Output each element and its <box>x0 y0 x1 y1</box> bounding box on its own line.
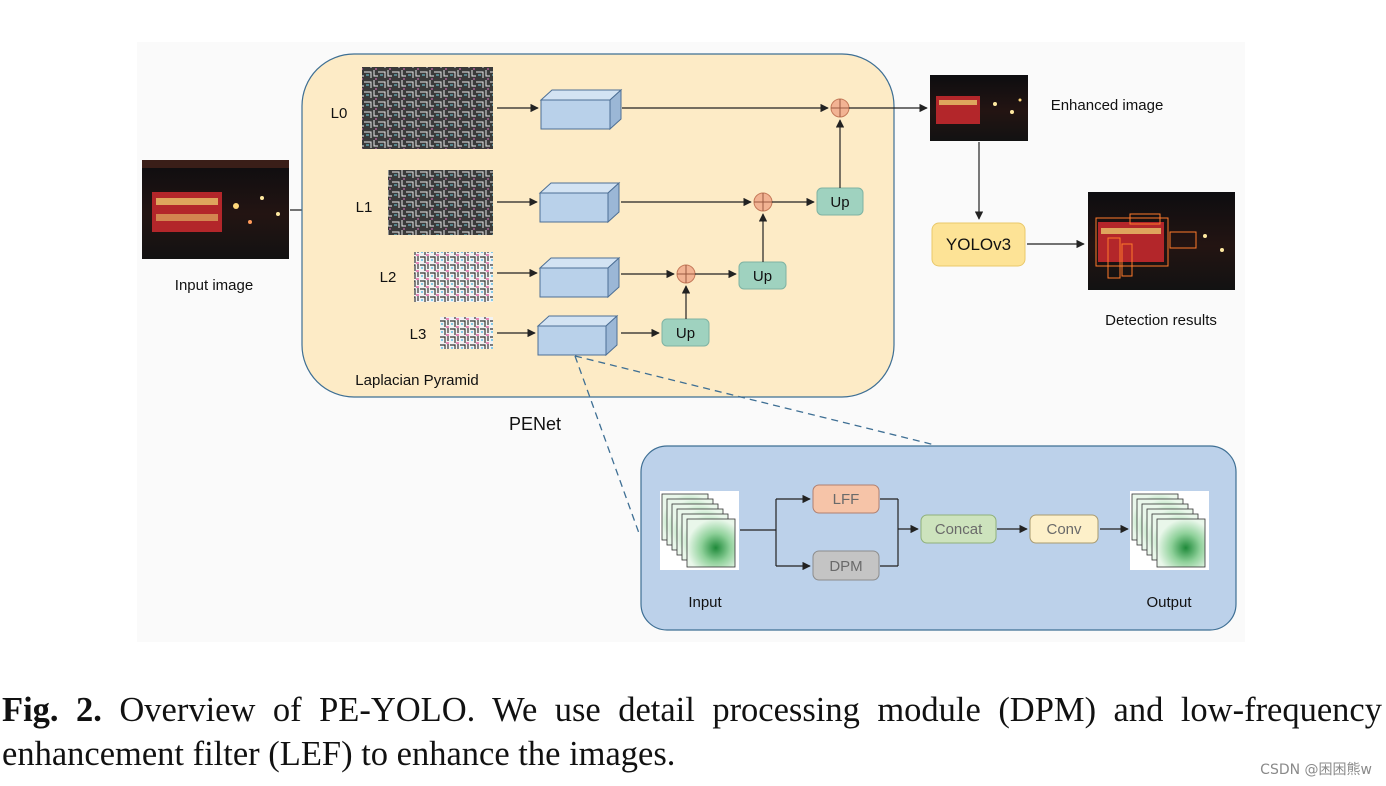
input-image <box>142 160 289 259</box>
concat-label: Concat <box>935 521 983 538</box>
detail-output-stack <box>1130 491 1209 570</box>
detail-input-stack <box>660 491 739 570</box>
pe-yolo-diagram: Input image Laplacian Pyramid PENet L0 L… <box>142 53 1237 631</box>
add-node-l1 <box>753 192 773 212</box>
level-label-l0: L0 <box>331 105 348 122</box>
zoom-line-left <box>574 355 641 537</box>
cube-l3 <box>536 314 619 357</box>
yolo-box: YOLOv3 <box>931 222 1026 267</box>
pyramid-image-l3 <box>440 317 493 349</box>
conv-box: Conv <box>1029 514 1099 544</box>
up-box-l3: Up <box>661 318 710 347</box>
pyramid-image-l1 <box>388 170 493 235</box>
enhanced-image-label: Enhanced image <box>1051 97 1164 114</box>
lff-label: LFF <box>833 491 860 508</box>
up-box-l1: Up <box>816 187 864 216</box>
level-label-l1: L1 <box>356 199 373 216</box>
up-label-l3: Up <box>676 325 695 342</box>
watermark: CSDN @困困熊w <box>1260 762 1372 778</box>
dpm-box: DPM <box>812 550 880 581</box>
detail-branch-lines <box>740 494 1129 571</box>
conv-label: Conv <box>1046 521 1082 538</box>
concat-box: Concat <box>920 514 997 544</box>
caption-text: Overview of PE-YOLO. We use detail proce… <box>2 691 1382 773</box>
up-label-l1: Up <box>830 194 849 211</box>
lff-box: LFF <box>812 484 880 514</box>
figure-caption: Fig. 2. Overview of PE-YOLO. We use deta… <box>2 688 1382 776</box>
add-node-l0 <box>830 98 850 118</box>
up-label-l2: Up <box>753 268 772 285</box>
up-box-l2: Up <box>738 261 787 290</box>
yolo-label: YOLOv3 <box>946 235 1011 254</box>
pyramid-label: Laplacian Pyramid <box>355 372 478 389</box>
add-node-l2 <box>676 264 696 284</box>
cube-l0 <box>539 88 623 131</box>
detection-results-label: Detection results <box>1105 312 1217 329</box>
dpm-label: DPM <box>829 558 862 575</box>
detail-output-label: Output <box>1146 594 1192 611</box>
pyramid-image-l0 <box>362 67 493 149</box>
penet-connections <box>621 103 928 338</box>
detail-input-label: Input <box>688 594 722 611</box>
zoom-line-right <box>574 355 936 446</box>
penet-label: PENet <box>509 414 561 434</box>
level-label-l3: L3 <box>410 326 427 343</box>
pyramid-image-l2 <box>414 252 493 302</box>
input-image-label: Input image <box>175 277 253 294</box>
caption-label: Fig. 2. <box>2 691 102 729</box>
enhanced-image <box>930 75 1028 141</box>
cube-l1 <box>538 181 621 224</box>
level-label-l2: L2 <box>380 269 397 286</box>
detection-results-image <box>1088 192 1235 290</box>
cube-l2 <box>538 256 621 299</box>
